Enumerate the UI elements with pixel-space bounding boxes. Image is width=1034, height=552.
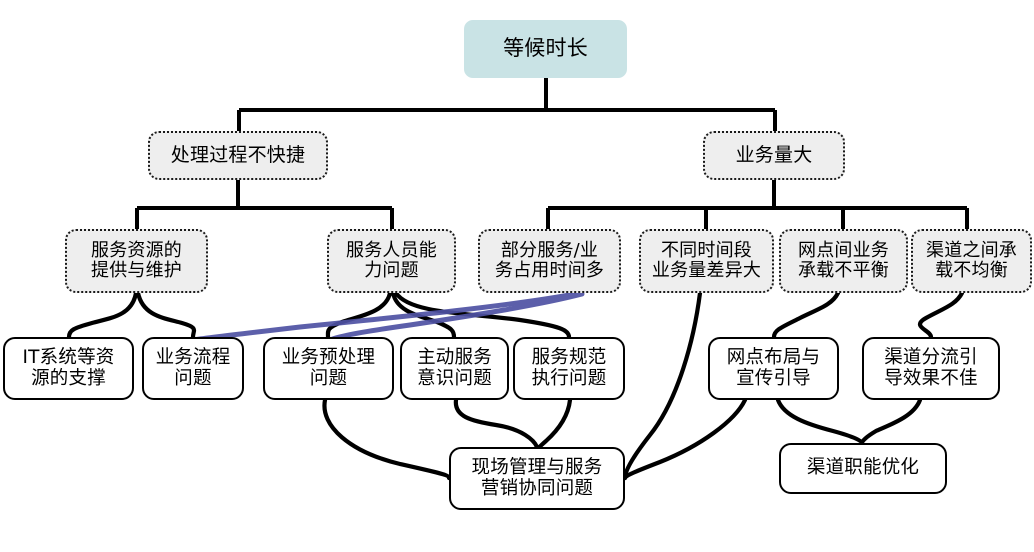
node-business-preprocessing-issue[interactable]: 业务预处理 问题 [263,337,394,400]
node-service-standard-execution[interactable]: 服务规范 执行问题 [513,337,625,400]
node-root[interactable]: 等候时长 [464,20,627,78]
node-branch-load-imbalance[interactable]: 网点间业务 承载不平衡 [779,229,908,293]
node-service-resource-provision[interactable]: 服务资源的 提供与维护 [65,229,208,293]
node-channel-load-imbalance[interactable]: 渠道之间承 载不均衡 [911,229,1032,293]
node-proactive-service-awareness[interactable]: 主动服务 意识问题 [400,337,509,400]
node-staff-capability[interactable]: 服务人员能 力问题 [327,229,456,293]
node-channel-diversion-effect[interactable]: 渠道分流引 导效果不佳 [862,337,1000,400]
edge-s3-to-l3-highlight [327,291,585,343]
edge-s4-to-b1 [622,290,703,481]
node-business-process-issue[interactable]: 业务流程 问题 [142,337,244,400]
node-category-high-volume[interactable]: 业务量大 [703,131,845,180]
node-time-period-variance[interactable]: 不同时间段 业务量差异大 [639,229,774,293]
edge-s1-to-l2 [135,290,197,340]
node-it-system-support[interactable]: IT系统等资 源的支撑 [3,337,134,400]
edge-s2-to-l5 [393,290,572,340]
edge-s5-to-l6 [771,290,841,340]
edge-l6-to-b1 [622,397,748,481]
highlight-edges [190,290,585,343]
edge-l4-to-b1 [453,397,540,450]
node-service-time-consuming[interactable]: 部分服务/业 务占用时间多 [478,229,621,293]
edge-s2-to-l4 [390,290,457,340]
node-category-processing-slow[interactable]: 处理过程不快捷 [148,131,328,180]
edge-s1-to-l1 [66,290,139,340]
edge-l3-to-b1 [322,397,452,481]
node-channel-function-optimization[interactable]: 渠道职能优化 [779,443,947,494]
edge-l7-to-b2 [859,397,923,446]
node-onsite-management-marketing[interactable]: 现场管理与服务 营销协同问题 [449,447,625,510]
edge-l5-to-b1 [534,397,573,451]
edge-l6-to-b2 [775,397,865,446]
node-branch-layout-promotion[interactable]: 网点布局与 宣传引导 [708,337,839,400]
edge-s6-to-l7 [917,290,965,340]
edge-s2-to-l3 [325,290,393,340]
edge-s3-to-l2-highlight [190,290,583,343]
